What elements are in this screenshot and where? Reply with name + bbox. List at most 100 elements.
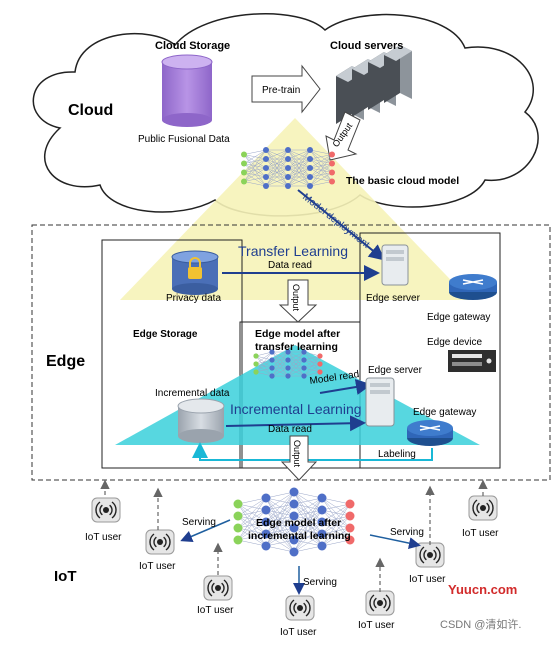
cloud-servers-title: Cloud servers [330, 40, 403, 52]
iot-user-label-7: IoT user [462, 528, 499, 539]
nn-node [301, 349, 307, 355]
nn-node [241, 160, 247, 167]
signal-wave [419, 546, 425, 564]
nn-node [317, 505, 327, 515]
nn-node [345, 511, 355, 521]
nn-node [329, 169, 335, 176]
nn-node [263, 156, 269, 162]
nn-edge-line [309, 149, 333, 155]
nn-node [285, 165, 291, 171]
nn-node [261, 505, 271, 515]
iot-model-line1: Edge model after [256, 517, 341, 529]
nn-edge-line [309, 154, 333, 169]
iot-user-label-5: IoT user [358, 620, 395, 631]
model-deployment-arrow [297, 189, 386, 261]
signal-dot [297, 605, 303, 611]
nn-edge-line [243, 149, 267, 155]
nn-edge-line [255, 351, 273, 365]
nn-edge-line [271, 351, 289, 369]
nn-edge-line [265, 158, 289, 187]
cloud-title: Cloud [68, 102, 113, 119]
nn-node [241, 151, 247, 158]
nn-node [345, 523, 355, 533]
nn-node [289, 535, 299, 545]
signal-wave [221, 582, 225, 594]
nn-edge-line [287, 351, 305, 369]
router-icon-top [449, 274, 497, 300]
edge-server-top-label: Edge server [366, 293, 421, 304]
nn-edge-line [309, 181, 333, 187]
edge-model-network [253, 349, 323, 379]
nn-edge-line [265, 491, 295, 535]
nn-node [317, 517, 327, 527]
privacy-data-cylinder [171, 250, 219, 295]
nn-node [253, 361, 259, 367]
nn-edge-line [309, 172, 333, 187]
signal-wave [488, 499, 494, 517]
nn-node [307, 174, 313, 180]
nn-edge-line [287, 351, 305, 361]
iot-user-label-1: IoT user [85, 532, 122, 543]
signal-wave [369, 594, 375, 612]
nn-node [317, 529, 327, 539]
signal-wave [165, 533, 171, 551]
signal-wave [211, 582, 215, 594]
cloud-servers-icon [336, 45, 412, 124]
nn-edge-line [293, 491, 323, 499]
nn-node [289, 547, 299, 557]
edge-output-top-arrow [278, 279, 318, 323]
nn-node [289, 523, 299, 533]
serving-right-arrow [369, 534, 421, 550]
nn-edge-line [287, 367, 305, 377]
incremental-data-cylinder [177, 398, 225, 443]
nn-node [241, 169, 247, 176]
nn-node [301, 365, 307, 371]
edge-gateway-top-label: Edge gateway [427, 312, 490, 323]
nn-node [285, 183, 291, 189]
nn-node [285, 373, 291, 379]
nn-node [261, 529, 271, 539]
signal-wave [435, 546, 441, 564]
nn-node [261, 517, 271, 527]
cloud-storage-cylinder [161, 54, 213, 127]
nn-node [317, 361, 323, 367]
nn-node [329, 160, 335, 167]
nn-node [285, 147, 291, 153]
nn-node [233, 535, 243, 545]
nn-node [345, 499, 355, 509]
edge-gateway-bottom-label: Edge gateway [413, 407, 476, 418]
nn-edge-line [243, 149, 267, 173]
signal-wave [95, 501, 101, 519]
nn-node [317, 369, 323, 375]
labeling-label: Labeling [378, 449, 416, 460]
signal-wave [423, 549, 427, 561]
pretrain-label: Pre-train [262, 85, 300, 96]
nn-node [269, 349, 275, 355]
nn-edge-line [309, 154, 333, 178]
nn-edge-line [265, 149, 289, 169]
nn-edge-line [271, 351, 289, 377]
nn-edge-line [287, 149, 311, 178]
nn-node [285, 357, 291, 363]
nn-edge-line [265, 503, 295, 547]
signal-wave [223, 579, 229, 597]
nn-node [263, 183, 269, 189]
nn-edge-line [303, 371, 321, 377]
basic-model-label: The basic cloud model [346, 175, 459, 187]
nn-node [285, 365, 291, 371]
signal-wave [476, 502, 480, 514]
data-read-bottom-label: Data read [268, 424, 312, 435]
iot-users [91, 495, 498, 621]
pretrain-arrow [251, 64, 321, 114]
nn-edge-line [255, 371, 273, 377]
nn-edge-line [321, 515, 351, 547]
nn-node [307, 156, 313, 162]
nn-node [269, 373, 275, 379]
signal-wave [293, 602, 297, 614]
nn-edge-line [321, 497, 351, 505]
nn-node [289, 499, 299, 509]
signal-dot [377, 600, 383, 606]
edge-region-border [31, 224, 551, 481]
nn-edge-line [293, 497, 323, 505]
edge-output-bottom-arrow [280, 435, 318, 481]
